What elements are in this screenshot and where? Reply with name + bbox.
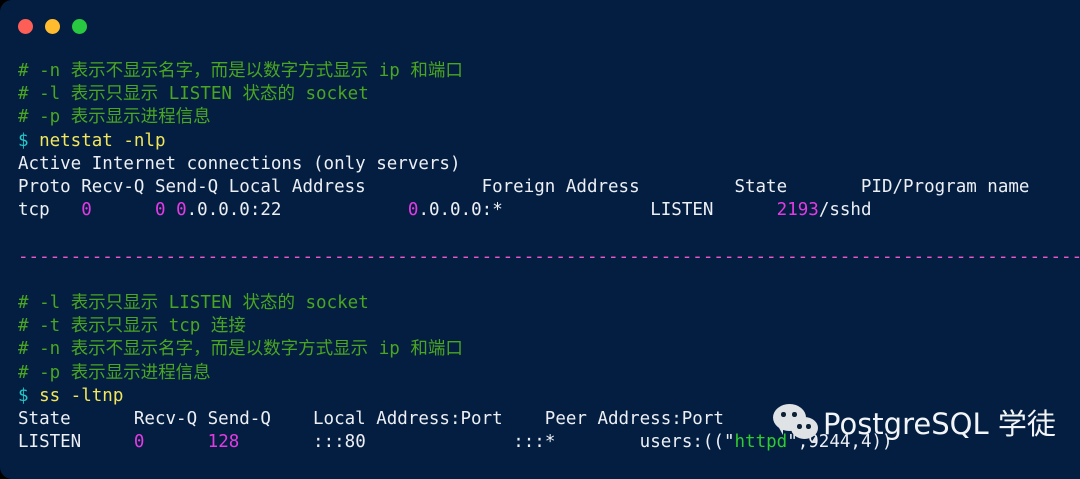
comment-text: 表示显示进程信息 <box>70 362 211 383</box>
comment-line: # -p 表示显示进程信息 <box>18 362 1080 385</box>
cell-local-address-prefix: 0 <box>176 200 187 221</box>
cell-local-address-port: :::80 <box>313 432 514 453</box>
comment-text: 表示只显示 tcp 连接 <box>70 316 246 337</box>
cell-recv-q: 0 <box>133 432 145 453</box>
comment-flag: # -n <box>18 339 71 360</box>
comment-line: # -p 表示显示进程信息 <box>18 106 1080 129</box>
ss-table-row: LISTEN 0 128 :::80 :::* users:(("httpd",… <box>18 431 1080 454</box>
ss-table-header: State Recv-Q Send-Q Local Address:Port P… <box>18 409 724 430</box>
comment-flag: # -n <box>18 61 71 81</box>
cell-gap <box>144 432 207 452</box>
cell-gap <box>239 432 313 452</box>
blank-line <box>18 222 1080 245</box>
comment-flag: # -l <box>18 293 71 314</box>
comment-flag: # -t <box>18 316 71 337</box>
comment-text: 表示不显示名字，而是以数字方式显示 ip 和端口 <box>70 339 463 360</box>
netstat-table-row: tcp 0 0 0.0.0.0:22 0.0.0.0:* LISTEN 2193… <box>18 199 1080 222</box>
cell-proto: tcp <box>18 200 82 221</box>
comment-text: 表示只显示 LISTEN 状态的 socket <box>70 293 369 314</box>
command-text: ss -ltnp <box>39 385 124 406</box>
comment-flag: # -p <box>18 362 71 383</box>
cell-local-address: .0.0.0:22 <box>186 200 408 221</box>
shell-prompt: $ <box>18 385 40 406</box>
netstat-table-header: Proto Recv-Q Send-Q Local Address Foreig… <box>18 177 1030 198</box>
blank-line <box>18 269 1080 292</box>
maximize-window-button[interactable] <box>72 18 87 34</box>
comment-line: # -n 表示不显示名字，而是以数字方式显示 ip 和端口 <box>18 338 1080 361</box>
cell-users-prefix: users:((" <box>639 432 735 453</box>
comment-flag: # -l <box>18 84 71 105</box>
cell-gap <box>166 200 177 220</box>
window-title-bar <box>0 0 1080 52</box>
comment-text: 表示显示进程信息 <box>70 107 211 128</box>
cell-peer-address-port: :::* <box>513 432 640 453</box>
command-line[interactable]: $ netstat -nlp <box>18 130 1080 153</box>
terminal-console-output[interactable]: # -n 表示不显示名字，而是以数字方式显示 ip 和端口 # -l 表示只显示… <box>0 52 1080 454</box>
cell-foreign-address: .0.0.0:* <box>418 200 651 221</box>
shell-prompt: $ <box>18 130 40 151</box>
cell-users-process: httpd <box>734 432 788 453</box>
comment-text: 表示不显示名字，而是以数字方式显示 ip 和端口 <box>70 61 463 81</box>
cell-state: LISTEN <box>650 200 777 221</box>
separator-line: ----------------------------------------… <box>18 246 1080 267</box>
cell-foreign-address-prefix: 0 <box>407 200 419 221</box>
cell-recv-q: 0 <box>81 200 92 221</box>
cell-pid: 2193 <box>776 200 819 221</box>
comment-line: # -t 表示只显示 tcp 连接 <box>18 315 1080 338</box>
cell-program-name: /sshd <box>818 200 872 221</box>
comment-line: # -n 表示不显示名字，而是以数字方式显示 ip 和端口 <box>18 60 1080 83</box>
comment-line: # -l 表示只显示 LISTEN 状态的 socket <box>18 83 1080 106</box>
minimize-window-button[interactable] <box>45 18 60 34</box>
command-text: netstat -nlp <box>39 130 166 151</box>
output-title: Active Internet connections (only server… <box>18 153 461 174</box>
close-window-button[interactable] <box>18 18 33 34</box>
cell-send-q: 128 <box>207 432 240 453</box>
cell-send-q: 0 <box>154 200 166 221</box>
comment-line: # -l 表示只显示 LISTEN 状态的 socket <box>18 292 1080 315</box>
comment-flag: # -p <box>18 107 71 128</box>
comment-text: 表示只显示 LISTEN 状态的 socket <box>70 84 369 105</box>
cell-state: LISTEN <box>18 432 134 453</box>
cell-users-suffix: ",9244,4)) <box>787 432 893 453</box>
cell-gap <box>92 200 155 220</box>
command-line[interactable]: $ ss -ltnp <box>18 385 1080 408</box>
